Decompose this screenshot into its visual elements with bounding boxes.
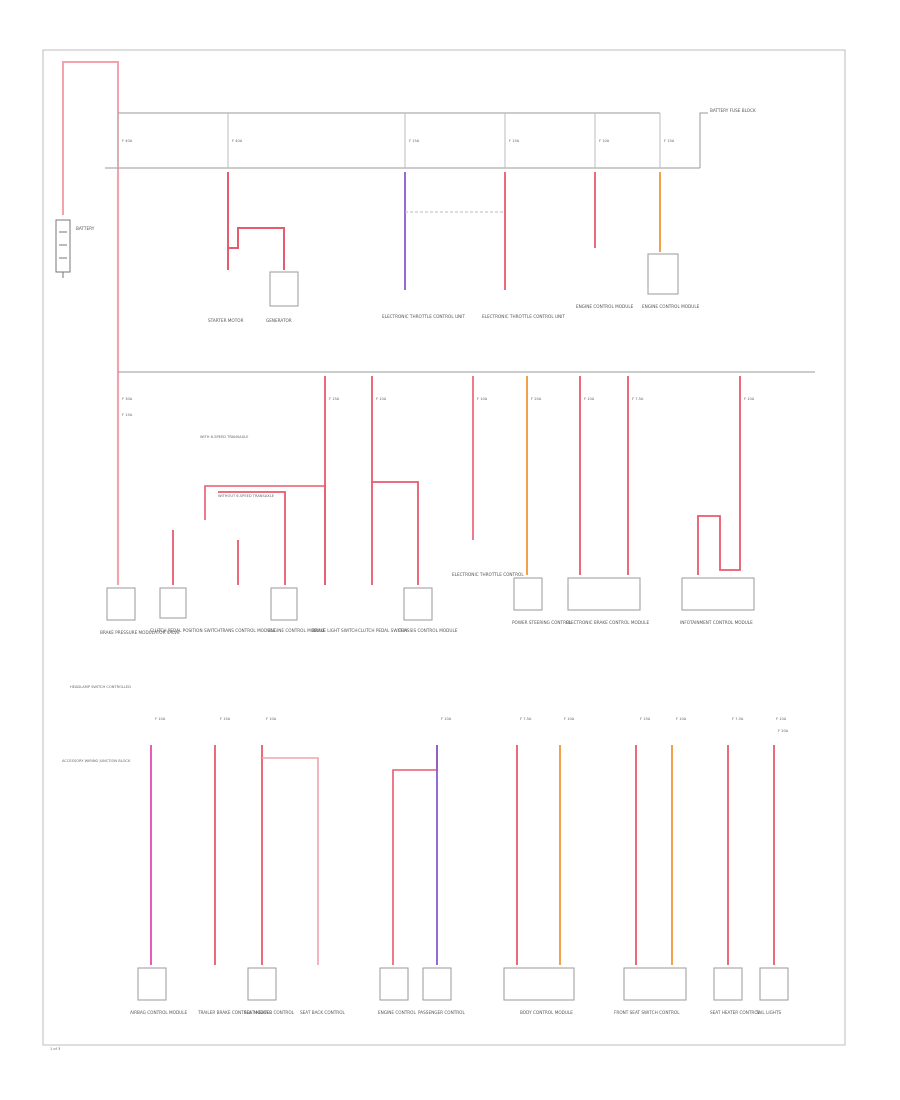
passenger-module (422, 967, 452, 1001)
seat-back-label: SEAT BACK CONTROL (300, 1010, 346, 1015)
middle-fuse-label: F 15A (329, 397, 340, 401)
engine-bottom-label: ENGINE CONTROL (378, 1010, 416, 1015)
battery-label: BATTERY (76, 226, 95, 231)
front-seat-label: FRONT SEAT SWITCH CONTROL (614, 1010, 680, 1015)
top-fuse-label: F 15A (664, 139, 675, 143)
tcm-branch-wire (204, 485, 326, 585)
tail-lights-module (759, 967, 789, 1001)
generator-wire (228, 227, 285, 270)
top-fuse-label: F 40A (232, 139, 243, 143)
middle-fuse-label: F 10A (477, 397, 488, 401)
middle-fuse-label: F 30A (122, 397, 133, 401)
ecm-mid-wire (218, 491, 286, 585)
bottom-fuse-label: F 7.5A (732, 717, 744, 721)
bottom-fuse-labels: F 10A F 15A F 10A F 10A F 7.5A F 10A F 1… (155, 717, 787, 721)
middle-fuse-label: F 15A (122, 413, 133, 417)
bcm-label: BODY CONTROL MODULE (520, 1010, 573, 1015)
bottom-fuse-label: F 10A (564, 717, 575, 721)
starter-label: STARTER MOTOR (208, 318, 244, 323)
bottom-section: HEADLAMP SWITCH CONTROLLED ACCESSORY WIR… (62, 685, 789, 1015)
diagram-frame (42, 49, 846, 1046)
clutch-switch-label: CLUTCH PEDAL SWITCH (358, 628, 407, 633)
trailer-brake-label: TRAILER BRAKE CONTROL MODULE (197, 1010, 272, 1015)
chassis-module (403, 587, 433, 621)
ebcm-module (567, 577, 641, 611)
top-fuse-label: F 40A (122, 139, 133, 143)
ecm-label-1: ENGINE CONTROL MODULE (576, 304, 634, 309)
bottom-fuse-label: F 10A (266, 717, 277, 721)
ecm-mid-label: ENGINE CONTROL MODULE (268, 628, 326, 633)
top-fuse-label: F 15A (409, 139, 420, 143)
generator-module (269, 271, 299, 307)
bottom-note-2: ACCESSORY WIRING JUNCTION BLOCK (62, 759, 131, 763)
bottom-fuse-label: F 15A (220, 717, 231, 721)
airbag-module (137, 967, 167, 1001)
bottom-fuse-label: F 20A (778, 729, 789, 733)
top-fuse-drops (117, 113, 661, 168)
top-fuse-labels: F 40A F 40A F 15A F 15A F 10A F 15A (122, 139, 675, 143)
fuse-block-edge (699, 112, 708, 168)
middle-header-note: WITH 6-SPEED TRANSAXLE (200, 435, 249, 439)
middle-fuse-label: F 10A (744, 397, 755, 401)
seat-heater-module (247, 967, 277, 1001)
bottom-fuse-label: F 15A (640, 717, 651, 721)
brake-pressure-label: BRAKE PRESSURE MODULATOR VALVE (100, 630, 180, 635)
tail-lights-label: TAIL LIGHTS (755, 1010, 782, 1015)
page-reference: 1 of 3 (50, 1047, 60, 1051)
seat-heater-right-module (713, 967, 743, 1001)
power-steering-label: POWER STEERING CONTROL (512, 620, 572, 625)
seat-heater-label: SEAT HEATER CONTROL (244, 1010, 295, 1015)
bottom-fuse-label: F 7.5A (520, 717, 532, 721)
top-fuse-label: F 15A (509, 139, 520, 143)
battery-feed-wire (62, 61, 119, 215)
middle-fuse-label: F 10A (584, 397, 595, 401)
chassis-wire (372, 481, 419, 585)
fuse-block-label: BATTERY FUSE BLOCK (710, 108, 756, 113)
ebcm-label: ELECTRONIC BRAKE CONTROL MODULE (566, 620, 649, 625)
bottom-note-1: HEADLAMP SWITCH CONTROLLED (70, 685, 131, 689)
front-seat-module (623, 967, 687, 1001)
infotainment-label: INFOTAINMENT CONTROL MODULE (680, 620, 753, 625)
bottom-fuse-label: F 10A (441, 717, 452, 721)
top-fuse-label: F 10A (599, 139, 610, 143)
middle-fuse-label: F 20A (531, 397, 542, 401)
bottom-fuse-label: F 10A (155, 717, 166, 721)
seat-heater-right-label: SEAT HEATER CONTROL (710, 1010, 761, 1015)
bottom-fuse-label: F 10A (676, 717, 687, 721)
brake-light-label: BRAKE LIGHT SWITCH (312, 628, 357, 633)
engine-bottom-module (379, 967, 409, 1001)
battery-icon (55, 219, 71, 278)
middle-header-note: WITHOUT 6-SPEED TRANSAXLE (218, 494, 275, 498)
ecm-mid-module (270, 587, 298, 621)
clutch-pedal-label: CLUTCH PEDAL POSITION SWITCH (150, 628, 220, 633)
ecm-label-2: ENGINE CONTROL MODULE (642, 304, 700, 309)
generator-label: GENERATOR (266, 318, 292, 323)
middle-section: F 30A WITH 6-SPEED TRANSAXLE WITHOUT 6-S… (100, 371, 815, 635)
middle-fuse-label: F 7.5A (632, 397, 644, 401)
airbag-label: AIRBAG CONTROL MODULE (130, 1010, 188, 1015)
ecm-module (647, 253, 679, 295)
infotainment-module (681, 577, 755, 611)
brake-pressure-module (106, 587, 136, 621)
middle-fuse-label: F 10A (376, 397, 387, 401)
bottom-fuse-label: F 10A (776, 717, 787, 721)
tcm-label: TRANS CONTROL MODULE (219, 628, 276, 633)
throttle-label-2: ELECTRONIC THROTTLE CONTROL UNIT (482, 314, 565, 319)
chassis-label: CHASSIS CONTROL MODULE (398, 628, 458, 633)
passenger-label: PASSENGER CONTROL (418, 1010, 465, 1015)
engine-bottom-wire (392, 745, 438, 965)
top-section: BATTERY BATTERY FUSE BLOCK F 40A F 40A F… (55, 61, 756, 585)
power-steering-module (513, 577, 543, 611)
bcm-module (503, 967, 575, 1001)
throttle-mid-label: ELECTRONIC THROTTLE CONTROL (452, 572, 524, 577)
infotainment-wire (697, 376, 741, 575)
seat-back-wire (262, 757, 319, 965)
clutch-pedal-module (159, 587, 187, 619)
throttle-label-1: ELECTRONIC THROTTLE CONTROL UNIT (382, 314, 465, 319)
